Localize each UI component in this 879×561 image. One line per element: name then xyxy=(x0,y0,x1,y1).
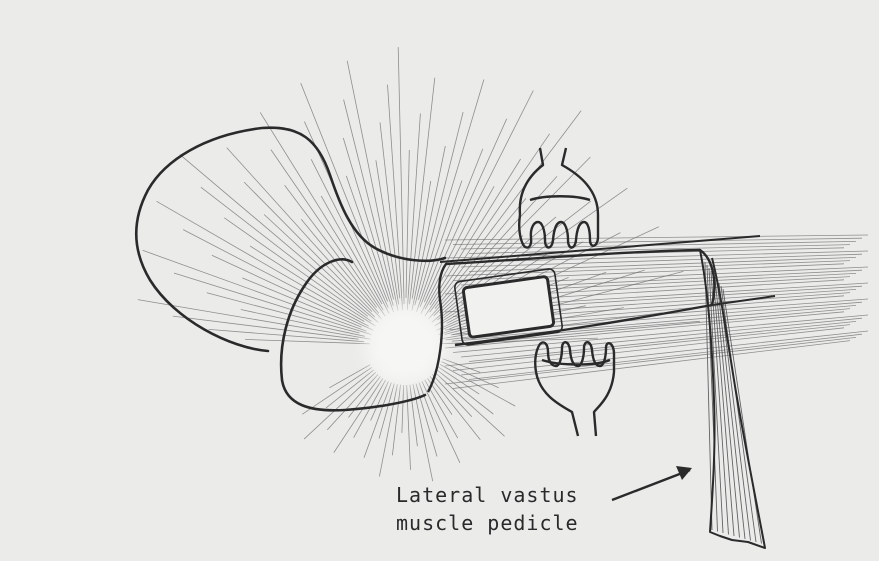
hatch-stroke xyxy=(334,378,383,452)
hatch-stroke xyxy=(422,381,460,463)
hatch-stroke xyxy=(437,370,494,414)
annotation-arrow xyxy=(612,466,692,500)
lower-retractor xyxy=(535,342,614,436)
hatch-stroke xyxy=(245,339,370,343)
hatch-stroke xyxy=(406,150,409,298)
hatch-stroke xyxy=(445,337,856,384)
radiating-muscle-fibers xyxy=(138,47,700,481)
hatch-stroke xyxy=(379,384,397,476)
upper-retractor xyxy=(519,148,598,248)
hatch-stroke xyxy=(407,385,411,470)
annotation-label-line-2: muscle pedicle xyxy=(396,511,579,535)
hatch-stroke xyxy=(344,100,394,300)
hatch-stroke xyxy=(416,384,437,457)
hatch-stroke xyxy=(407,114,420,311)
hatch-stroke xyxy=(174,273,372,335)
annotation-label-line-1: Lateral vastus xyxy=(396,483,579,507)
hatch-stroke xyxy=(326,370,374,408)
hatch-stroke xyxy=(432,374,472,416)
hatch-stroke xyxy=(410,385,418,447)
hatch-stroke xyxy=(244,182,372,312)
hatch-stroke xyxy=(329,365,370,388)
hatch-stroke xyxy=(415,112,463,305)
hatch-stroke xyxy=(143,250,367,331)
hatch-stroke xyxy=(402,385,404,433)
hatch-stroke xyxy=(301,83,388,301)
hatch-stroke xyxy=(424,119,506,302)
hatch-stroke xyxy=(224,218,371,322)
hatch-stroke xyxy=(398,47,404,304)
hatch-stroke xyxy=(180,154,378,322)
femoral-head-highlight xyxy=(365,305,445,385)
hatch-stroke xyxy=(453,264,844,281)
hatch-stroke xyxy=(327,375,378,430)
bone-window xyxy=(463,276,554,337)
hatch-stroke xyxy=(388,85,403,311)
hatch-stroke xyxy=(723,289,762,544)
hatch-stroke xyxy=(392,385,400,456)
hatch-stroke xyxy=(453,341,850,389)
hatch-stroke xyxy=(453,328,844,371)
hatch-stroke xyxy=(376,160,399,304)
